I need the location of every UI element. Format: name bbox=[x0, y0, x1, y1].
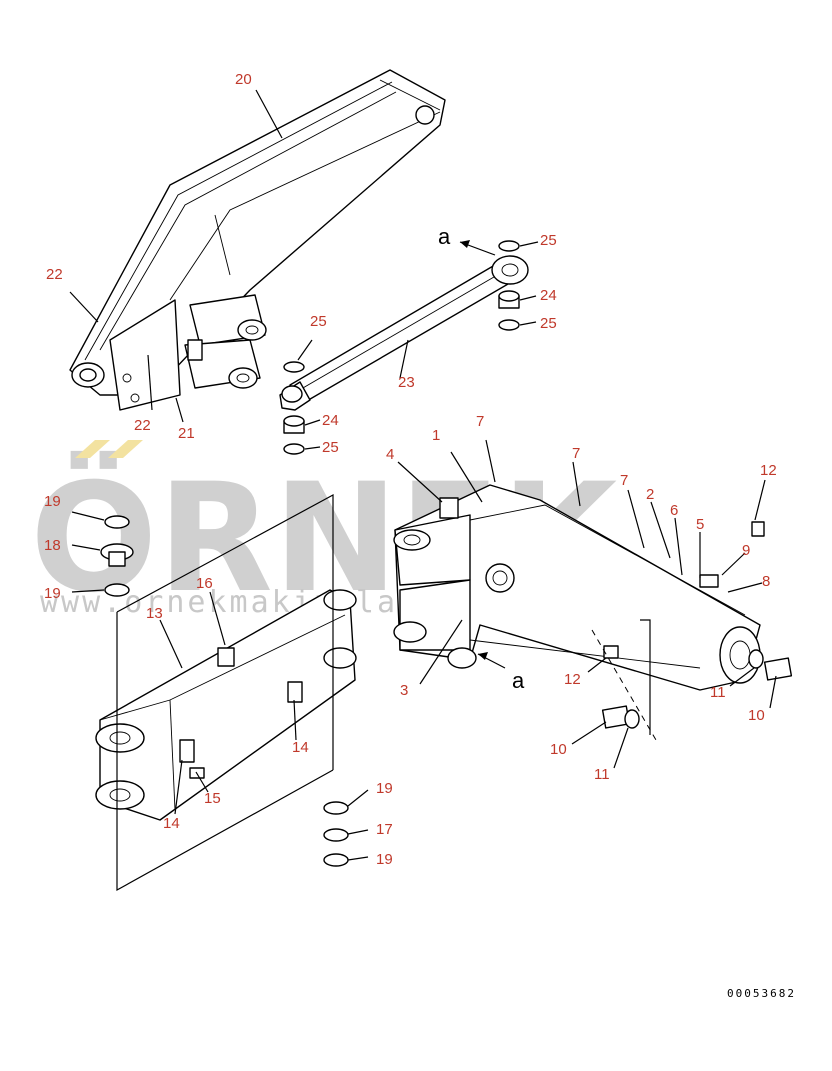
document-number: 00053682 bbox=[727, 987, 796, 1000]
link-assembly bbox=[279, 240, 529, 455]
callout-14: 14 bbox=[292, 739, 309, 756]
callout-12: 12 bbox=[760, 462, 777, 479]
callout-10: 10 bbox=[550, 741, 567, 758]
boom-assembly bbox=[393, 484, 793, 741]
callout-22: 22 bbox=[46, 266, 63, 283]
callout-25: 25 bbox=[322, 439, 339, 456]
callout-6: 6 bbox=[670, 502, 678, 519]
callout-2: 2 bbox=[646, 486, 654, 503]
leader-lines bbox=[69, 89, 777, 861]
callout-4: 4 bbox=[386, 446, 394, 463]
callout-7: 7 bbox=[572, 445, 580, 462]
callout-7: 7 bbox=[476, 413, 484, 430]
view-marker-a: a bbox=[438, 224, 451, 249]
callout-24: 24 bbox=[540, 287, 557, 304]
callout-5: 5 bbox=[696, 516, 704, 533]
callout-19: 19 bbox=[44, 585, 61, 602]
callout-22: 22 bbox=[134, 417, 151, 434]
callout-labels: 20 22 22 21 25 24 25 23 25 24 25 1 7 7 7… bbox=[44, 71, 777, 868]
callout-10: 10 bbox=[748, 707, 765, 724]
view-marker-a: a bbox=[512, 668, 525, 693]
callout-25: 25 bbox=[540, 315, 557, 332]
callout-19: 19 bbox=[376, 851, 393, 868]
callout-11: 11 bbox=[710, 684, 726, 701]
callout-17: 17 bbox=[376, 821, 393, 838]
callout-23: 23 bbox=[398, 374, 415, 391]
callout-24: 24 bbox=[322, 412, 339, 429]
callout-12: 12 bbox=[564, 671, 581, 688]
arm-assembly bbox=[69, 69, 446, 411]
callout-16: 16 bbox=[196, 575, 213, 592]
callout-21: 21 bbox=[178, 425, 195, 442]
callout-14: 14 bbox=[163, 815, 180, 832]
callout-25: 25 bbox=[310, 313, 327, 330]
callout-13: 13 bbox=[146, 605, 163, 622]
callout-18: 18 bbox=[44, 537, 61, 554]
callout-9: 9 bbox=[742, 542, 750, 559]
callout-8: 8 bbox=[762, 573, 770, 590]
arm-section bbox=[95, 493, 357, 892]
callout-19: 19 bbox=[44, 493, 61, 510]
callout-19: 19 bbox=[376, 780, 393, 797]
callout-7: 7 bbox=[620, 472, 628, 489]
callout-3: 3 bbox=[400, 682, 408, 699]
callout-1: 1 bbox=[432, 427, 440, 444]
callout-11: 11 bbox=[594, 766, 610, 783]
callout-20: 20 bbox=[235, 71, 252, 88]
callout-25: 25 bbox=[540, 232, 557, 249]
callout-15: 15 bbox=[204, 790, 221, 807]
